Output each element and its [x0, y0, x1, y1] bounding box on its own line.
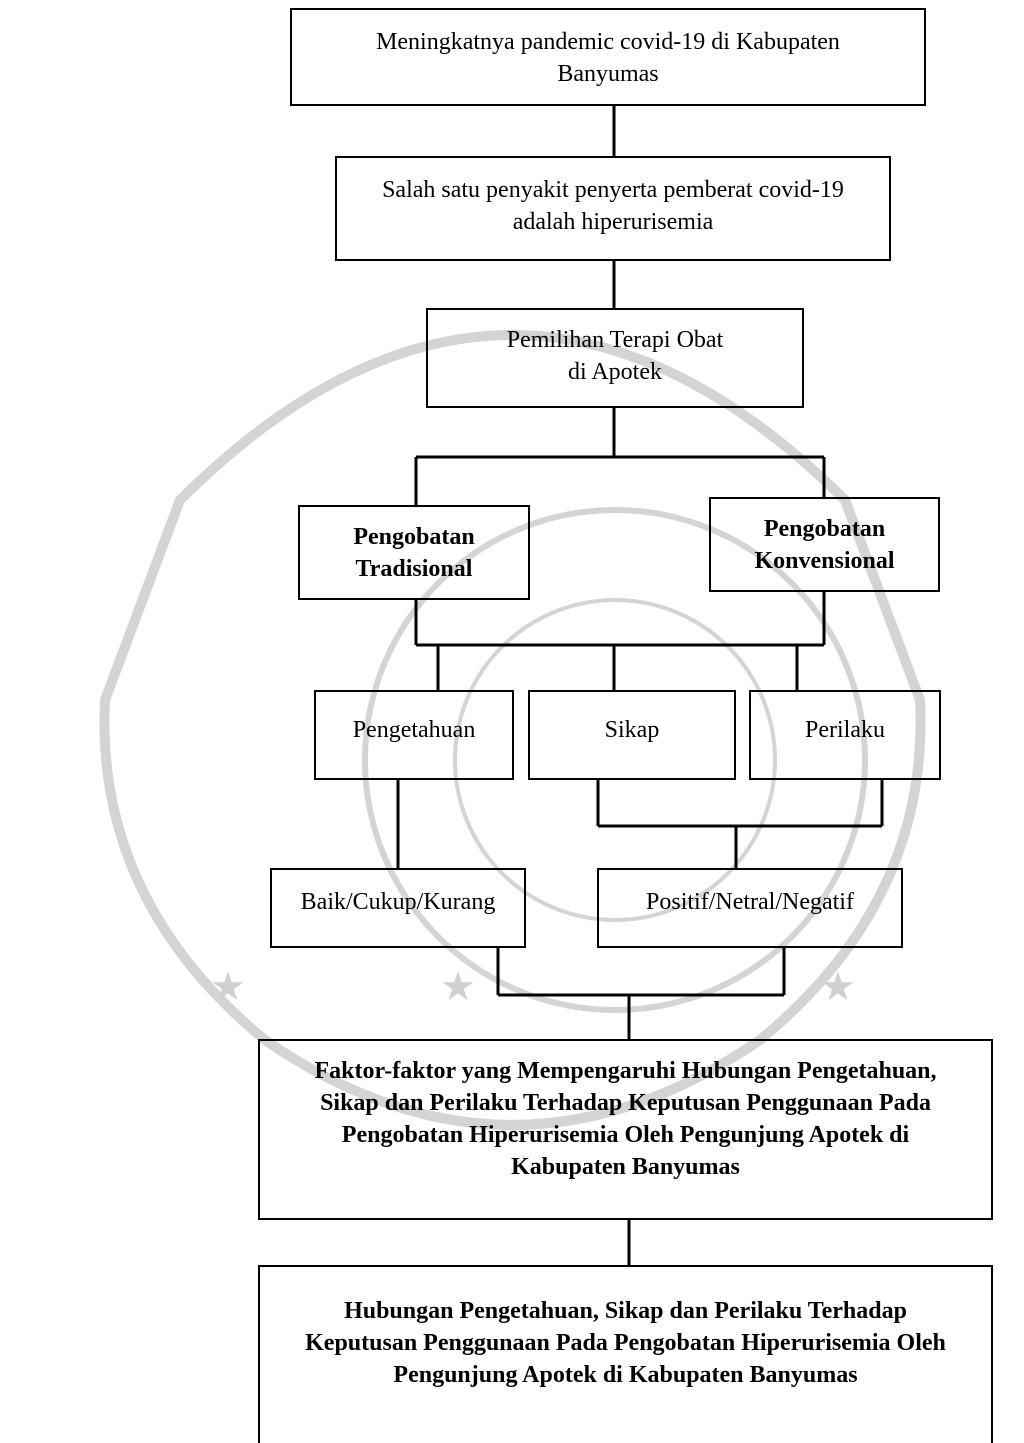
node-knowledge: Pengetahuan	[314, 690, 514, 780]
node-relationship-outcome: Hubungan Pengetahuan, Sikap dan Perilaku…	[258, 1265, 993, 1443]
node-attitude-levels: Positif/Netral/Negatif	[597, 868, 903, 948]
node-therapy-selection: Pemilihan Terapi Obat di Apotek	[426, 308, 804, 408]
node-conventional-treatment: Pengobatan Konvensional	[709, 497, 940, 592]
node-traditional-treatment: Pengobatan Tradisional	[298, 505, 530, 600]
node-pandemic: Meningkatnya pandemic covid-19 di Kabupa…	[290, 8, 926, 106]
node-comorbidity: Salah satu penyakit penyerta pemberat co…	[335, 156, 891, 261]
node-influencing-factors: Faktor-faktor yang Mempengaruhi Hubungan…	[258, 1039, 993, 1220]
node-behavior: Perilaku	[749, 690, 941, 780]
node-attitude: Sikap	[528, 690, 736, 780]
node-knowledge-levels: Baik/Cukup/Kurang	[270, 868, 526, 948]
